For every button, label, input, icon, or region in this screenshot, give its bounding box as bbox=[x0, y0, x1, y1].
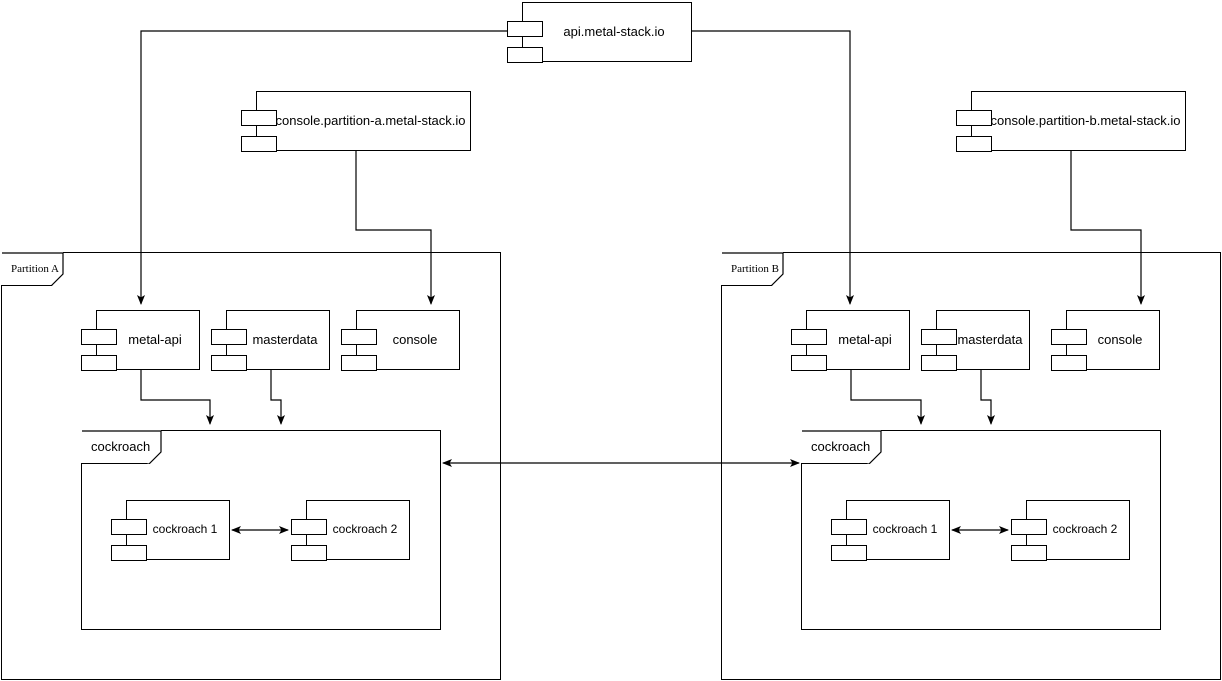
component-partition-a-cockroach-1[interactable]: cockroach 1 bbox=[111, 500, 230, 561]
component-label: cockroach 1 bbox=[872, 522, 938, 537]
component-icon-tab-bottom bbox=[291, 545, 327, 561]
component-label: cockroach 2 bbox=[1052, 522, 1118, 537]
component-partition-a-metal-api[interactable]: metal-api bbox=[81, 310, 200, 371]
partition-a-frame-tab: Partition A bbox=[1, 252, 63, 286]
component-icon-tab-bottom bbox=[211, 355, 247, 371]
partition-a-cockroach-frame[interactable]: cockroach bbox=[81, 430, 441, 630]
component-label: metal-api bbox=[838, 331, 892, 347]
component-icon-tab-top bbox=[956, 110, 992, 126]
partition-b-cockroach-frame-tab: cockroach bbox=[801, 430, 881, 464]
partition-b-cockroach-label: cockroach bbox=[811, 439, 871, 454]
component-icon-tab-top bbox=[831, 519, 867, 535]
component-label: console.partition-b.metal-stack.io bbox=[990, 112, 1181, 128]
component-icon-tab-top bbox=[791, 329, 827, 345]
partition-a-label: Partition A bbox=[11, 262, 59, 275]
component-icon-tab-top bbox=[1051, 329, 1087, 345]
component-partition-b-cockroach-1[interactable]: cockroach 1 bbox=[831, 500, 950, 561]
component-partition-b-console[interactable]: console bbox=[1051, 310, 1160, 371]
component-partition-a-cockroach-2[interactable]: cockroach 2 bbox=[291, 500, 410, 561]
component-icon-tab-top bbox=[1011, 519, 1047, 535]
component-icon-tab-top bbox=[111, 519, 147, 535]
component-icon-tab-top bbox=[211, 329, 247, 345]
component-label: console bbox=[1097, 331, 1143, 347]
component-label: console bbox=[392, 331, 438, 347]
component-console-partition-b-metal-stack-io[interactable]: console.partition-b.metal-stack.io bbox=[956, 91, 1186, 152]
component-icon-tab-bottom bbox=[1011, 545, 1047, 561]
component-label: masterdata bbox=[252, 331, 318, 347]
component-label: api.metal-stack.io bbox=[563, 23, 665, 39]
component-partition-a-console[interactable]: console bbox=[341, 310, 460, 371]
partition-b-label: Partition B bbox=[731, 262, 779, 275]
partition-a-cockroach-label: cockroach bbox=[91, 439, 151, 454]
component-icon-tab-top bbox=[291, 519, 327, 535]
component-icon-tab-bottom bbox=[956, 136, 992, 152]
component-partition-b-metal-api[interactable]: metal-api bbox=[791, 310, 910, 371]
component-icon-tab-bottom bbox=[1051, 355, 1087, 371]
component-icon-tab-bottom bbox=[831, 545, 867, 561]
component-label: cockroach 2 bbox=[332, 522, 398, 537]
component-icon-tab-top bbox=[81, 329, 117, 345]
component-partition-b-cockroach-2[interactable]: cockroach 2 bbox=[1011, 500, 1130, 561]
component-label: console.partition-a.metal-stack.io bbox=[275, 112, 466, 128]
component-icon-tab-bottom bbox=[921, 355, 957, 371]
component-api-metal-stack-io[interactable]: api.metal-stack.io bbox=[507, 2, 692, 63]
component-icon-tab-bottom bbox=[791, 355, 827, 371]
component-icon-tab-top bbox=[921, 329, 957, 345]
component-partition-b-masterdata[interactable]: masterdata bbox=[921, 310, 1030, 371]
component-icon-tab-bottom bbox=[341, 355, 377, 371]
component-icon-tab-bottom bbox=[111, 545, 147, 561]
component-label: metal-api bbox=[128, 331, 182, 347]
component-console-partition-a-metal-stack-io[interactable]: console.partition-a.metal-stack.io bbox=[241, 91, 471, 152]
component-icon-tab-top bbox=[507, 21, 543, 37]
partition-a-cockroach-frame-tab: cockroach bbox=[81, 430, 161, 464]
component-partition-a-masterdata[interactable]: masterdata bbox=[211, 310, 330, 371]
component-icon-tab-top bbox=[341, 329, 377, 345]
component-icon-tab-top bbox=[241, 110, 277, 126]
component-label: cockroach 1 bbox=[152, 522, 218, 537]
partition-b-frame-tab: Partition B bbox=[721, 252, 783, 286]
component-icon-tab-bottom bbox=[507, 47, 543, 63]
component-icon-tab-bottom bbox=[81, 355, 117, 371]
component-icon-tab-bottom bbox=[241, 136, 277, 152]
component-label: masterdata bbox=[957, 331, 1023, 347]
